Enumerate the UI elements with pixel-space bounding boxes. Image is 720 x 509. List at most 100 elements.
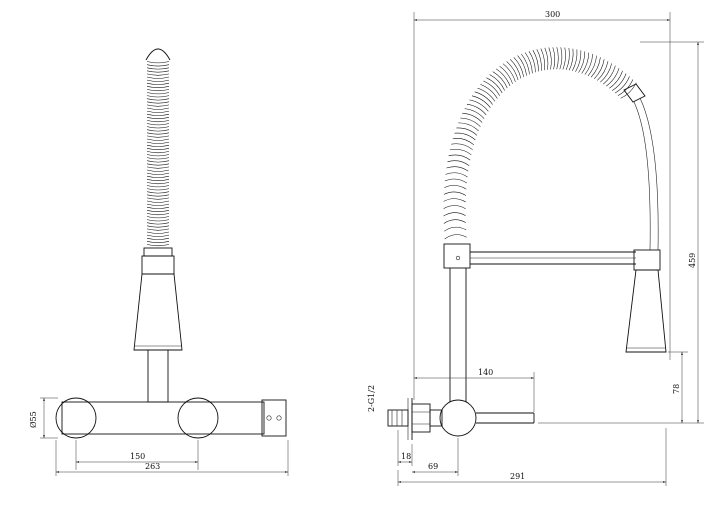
front-coil-turn [146, 194, 170, 197]
front-coil-turn [146, 95, 170, 98]
side-coil-turn [590, 57, 601, 78]
side-body-circle [439, 399, 477, 437]
front-coil-turn [146, 200, 170, 203]
side-coil-turn [559, 47, 563, 70]
front-handle [261, 399, 287, 437]
front-handle-screw-1 [266, 415, 272, 421]
side-wall-offset-label: 18 [401, 452, 411, 461]
side-coil-turn [594, 59, 605, 79]
front-coil-turn [146, 188, 170, 191]
side-coil-turn [469, 99, 489, 112]
front-coil-turn [146, 166, 170, 169]
front-coil-turn [146, 157, 170, 160]
front-coil-turn [146, 138, 170, 141]
front-coil-turn [146, 182, 170, 185]
side-height-label: 459 [688, 253, 697, 268]
side-coil-turn [480, 84, 498, 99]
side-coil-turn [510, 59, 522, 79]
side-coil-turn [540, 48, 545, 71]
side-coil-turn [556, 47, 559, 70]
side-coil-turn [524, 52, 533, 74]
front-coil-turn [146, 110, 170, 113]
front-left-escutcheon [55, 397, 97, 439]
side-coil-turn [552, 47, 556, 70]
front-coil-turn [146, 61, 170, 64]
front-coil-turn [146, 98, 170, 101]
side-coil-turn [506, 61, 519, 81]
front-coil-turn [146, 234, 170, 237]
side-coil-turn [462, 112, 483, 123]
side-coil-turn [609, 70, 623, 89]
side-coil-turn [444, 226, 467, 232]
front-coil-turn [146, 219, 170, 222]
front-coil-turn [146, 89, 170, 92]
side-thread-pipe [387, 409, 409, 427]
side-coil-turn [562, 47, 566, 70]
side-coil-turn [606, 68, 620, 87]
side-coil-turn [528, 51, 536, 73]
front-coil-turn [146, 86, 170, 88]
side-coil-turn [544, 47, 549, 70]
front-coil-turn [146, 113, 170, 116]
front-coil-turn [146, 101, 170, 104]
side-coil-turn [443, 205, 466, 209]
side-coil-turn [548, 47, 552, 70]
side-coil-turn [600, 63, 612, 83]
side-eccentric-nut [411, 403, 431, 433]
front-coil-turn [146, 213, 170, 216]
side-spout-reach-label: 140 [478, 368, 493, 377]
front-coil-turn [146, 206, 170, 209]
front-diameter-label: Ø55 [29, 411, 38, 428]
front-riser-pipe [147, 349, 169, 403]
front-coil-turn [146, 73, 170, 76]
side-coil-turn [466, 103, 487, 116]
front-coil-turn [146, 169, 170, 172]
side-coil-turn [517, 55, 527, 76]
front-coil-turn [146, 76, 170, 79]
side-spray-tube-inner [633, 101, 651, 251]
side-coil-turn [513, 57, 524, 78]
front-coil-turn [146, 228, 170, 231]
side-projection-label: 291 [510, 472, 525, 481]
front-coil-turn [146, 175, 170, 178]
side-coil-turn [444, 234, 467, 240]
side-coil-turn [495, 68, 511, 87]
side-coil-turn [443, 191, 467, 196]
side-coil-turn [448, 154, 471, 161]
front-coil-turn [146, 222, 170, 225]
side-coil-turn [452, 138, 475, 146]
front-spray-collar [143, 247, 173, 257]
side-coil-turn [454, 132, 476, 141]
side-coil-turn [458, 122, 479, 132]
side-coil-turn [572, 49, 578, 72]
side-spray-ring [633, 249, 661, 271]
side-coil-turn [443, 219, 466, 224]
side-connector-stub [429, 409, 443, 427]
front-spray-body [133, 273, 183, 351]
side-coil-turn [536, 49, 542, 71]
side-coil-turn [443, 212, 466, 217]
front-centers-label: 150 [130, 452, 145, 461]
side-coil-turn [489, 74, 505, 91]
front-coil-turn [146, 144, 170, 147]
side-coil-turn [565, 47, 570, 71]
front-coil-turn [146, 64, 170, 67]
front-coil-turn [146, 225, 170, 228]
side-coil-turn [492, 71, 508, 89]
front-coil-turn [146, 151, 170, 154]
front-coil-turn [146, 179, 170, 181]
front-coil-turn [146, 123, 170, 126]
side-column-collar [443, 243, 471, 269]
side-coil-turn [568, 48, 574, 71]
side-coil-turn [612, 73, 627, 91]
front-hose-coil [146, 61, 170, 247]
side-body-offset-label: 69 [428, 462, 438, 471]
front-coil-turn [146, 79, 170, 82]
side-coil-turn [614, 76, 630, 94]
front-coil-turn [146, 126, 170, 129]
front-coil-turn [146, 141, 170, 144]
side-coil-turn [603, 65, 616, 85]
side-outlet-height-label: 78 [672, 384, 681, 394]
front-coil-turn [146, 104, 170, 107]
